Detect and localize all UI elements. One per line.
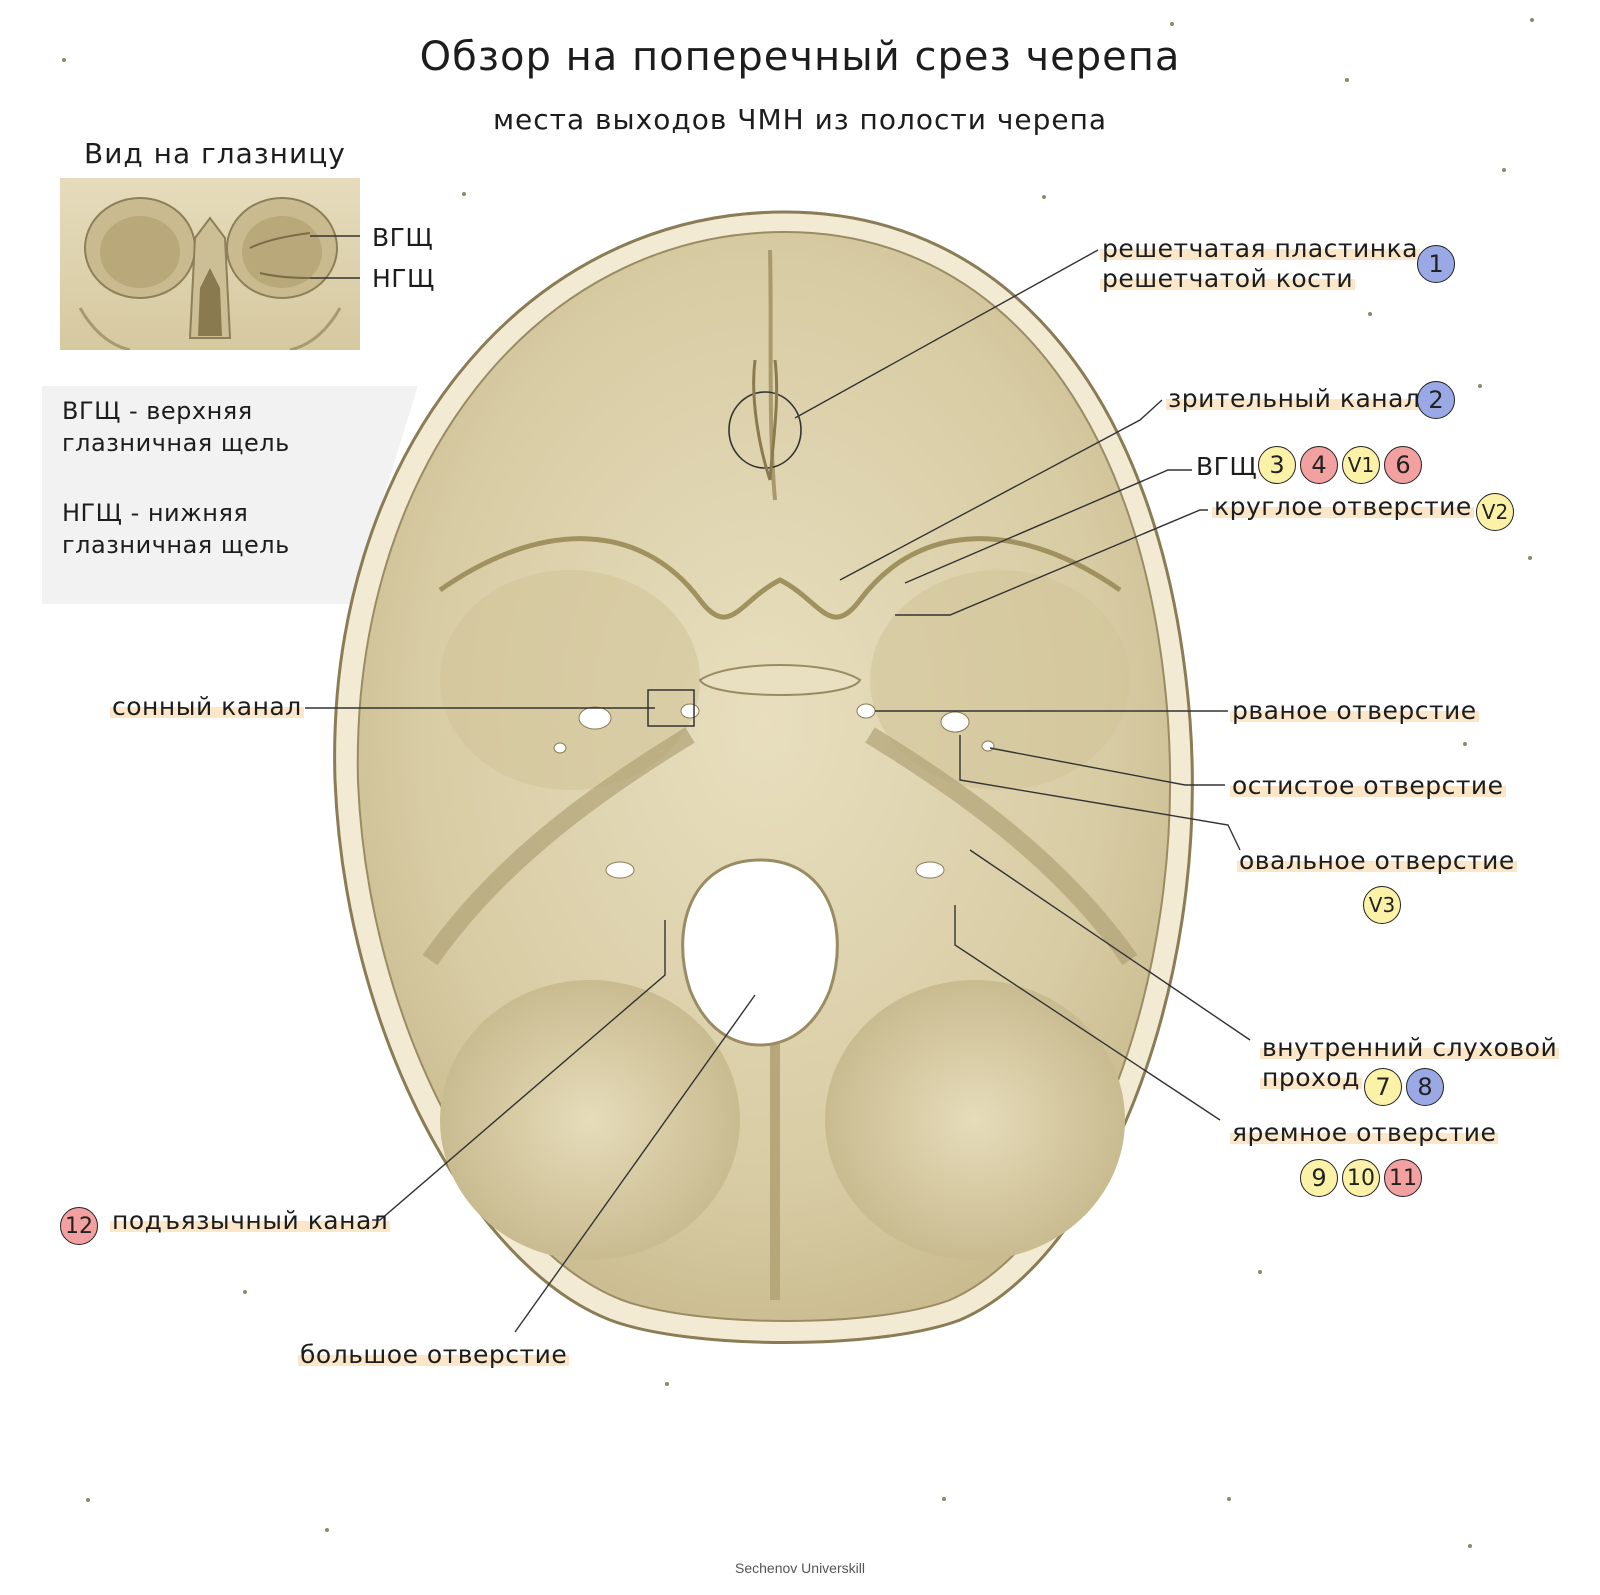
legend-ngsh-line2: глазничная щель [62, 531, 290, 559]
decor-dot [1368, 312, 1372, 316]
decor-dot [243, 1290, 247, 1294]
label-foramen-spinosum: остистое отверстие [1230, 771, 1506, 801]
label-foramen-rotundum: круглое отверстие [1212, 492, 1474, 522]
label-jugular-foramen: яремное отверстие [1230, 1118, 1499, 1148]
label-ovale-text: овальное отверстие [1237, 846, 1517, 875]
label-iam-line2: проход [1260, 1063, 1362, 1092]
badge-cn-6: 6 [1384, 446, 1422, 484]
label-foramen-magnum: большое отверстие [298, 1340, 570, 1370]
legend-vgsh-line2: глазничная щель [62, 429, 290, 457]
badge-cn-v3: V3 [1363, 886, 1401, 924]
label-cribriform-plate: решетчатая пластинка решетчатой кости [1100, 234, 1420, 294]
decor-dot [665, 1382, 669, 1386]
label-cribriform-line2: решетчатой кости [1100, 264, 1356, 293]
decor-dot [462, 192, 466, 196]
decor-dot [1528, 556, 1532, 560]
label-superior-orbital-fissure: ВГЩ [1196, 452, 1258, 481]
label-carotid-canal: сонный канал [110, 692, 304, 722]
badge-cn-10: 10 [1342, 1159, 1380, 1197]
credit-text: Sechenov Universkill [735, 1560, 865, 1576]
page-subtitle: места выходов ЧМН из полости черепа [492, 103, 1108, 136]
legend-vgsh: ВГЩ - верхняя глазничная щель [62, 395, 290, 459]
decor-dot [86, 1498, 90, 1502]
label-foramen-lacerum: рваное отверстие [1230, 696, 1479, 726]
legend-ngsh: НГЩ - нижняя глазничная щель [62, 497, 290, 561]
orbit-view-title: Вид на глазницу [84, 137, 346, 170]
label-lacerum-text: рваное отверстие [1230, 696, 1479, 725]
label-carotid-text: сонный канал [110, 692, 304, 721]
decor-dot [1345, 78, 1349, 82]
decor-dot [1478, 384, 1482, 388]
decor-dot [1227, 1497, 1231, 1501]
orbit-label-vgsh: ВГЩ [372, 223, 434, 252]
badge-cn-12: 12 [60, 1207, 98, 1245]
badge-cn-v2: V2 [1476, 493, 1514, 531]
badge-cn-8: 8 [1406, 1068, 1444, 1106]
decor-dot [1502, 168, 1506, 172]
badge-cn-2: 2 [1417, 381, 1455, 419]
decor-dot [1042, 195, 1046, 199]
decor-dot [1530, 18, 1534, 22]
badge-cn-3: 3 [1258, 446, 1296, 484]
legend-vgsh-line1: ВГЩ - верхняя [62, 397, 253, 425]
legend-ngsh-line1: НГЩ - нижняя [62, 499, 249, 527]
decor-dot [62, 58, 66, 62]
badge-cn-7: 7 [1364, 1068, 1402, 1106]
label-cribriform-line1: решетчатая пластинка [1100, 234, 1420, 263]
label-jugular-text: яремное отверстие [1230, 1118, 1499, 1147]
label-internal-acoustic-meatus: внутренний слуховой проход [1260, 1033, 1560, 1093]
badge-cn-1: 1 [1417, 245, 1455, 283]
label-hypoglossal-text: подъязычный канал [110, 1206, 391, 1235]
badge-cn-9: 9 [1300, 1159, 1338, 1197]
label-optic-text: зрительный канал [1166, 384, 1423, 413]
label-optic-canal: зрительный канал [1166, 384, 1423, 414]
decor-dot [942, 1497, 946, 1501]
label-spinosum-text: остистое отверстие [1230, 771, 1506, 800]
orbit-view-illustration [60, 178, 360, 350]
abbreviation-legend-box [42, 386, 418, 604]
badge-cn-11: 11 [1384, 1159, 1422, 1197]
decor-dot [1258, 1270, 1262, 1274]
orbit-label-ngsh: НГЩ [372, 264, 435, 293]
page-title: Обзор на поперечный срез черепа [419, 34, 1181, 80]
decor-dot [1170, 22, 1174, 26]
label-foramen-ovale: овальное отверстие [1237, 846, 1517, 876]
badge-cn-v1: V1 [1342, 446, 1380, 484]
label-magnum-text: большое отверстие [298, 1340, 570, 1369]
label-hypoglossal-canal: подъязычный канал [110, 1206, 391, 1236]
label-rotundum-text: круглое отверстие [1212, 492, 1474, 521]
decor-dot [325, 1528, 329, 1532]
decor-dot [1468, 1544, 1472, 1548]
label-iam-line1: внутренний слуховой [1260, 1033, 1560, 1062]
decor-dot [1463, 742, 1467, 746]
badge-cn-4: 4 [1300, 446, 1338, 484]
